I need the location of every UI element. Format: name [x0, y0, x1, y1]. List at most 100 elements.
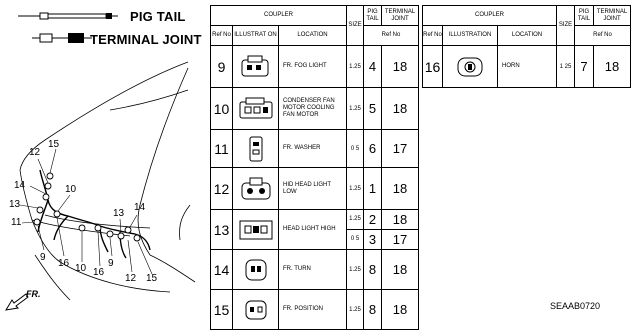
terminal-joint-ref: 18: [382, 211, 418, 230]
connector-illustration: [442, 45, 498, 88]
connector-illustration: [232, 249, 279, 290]
pigtail-ref: 1: [363, 167, 383, 210]
location-text: CONDENSER FAN MOTOR COOLING FAN MOTOR: [277, 87, 348, 130]
location-text: HEAD LIGHT HIGH: [277, 209, 348, 250]
table-row: 14 FR. TURN 1.25 8 18: [210, 249, 420, 290]
terminal-joint-ref-2: 17: [392, 232, 408, 247]
size-header: SIZE: [346, 5, 365, 46]
ref-number: 12: [210, 167, 233, 210]
pigtail-ref: 2: [364, 211, 381, 230]
pigtail-ref: 5: [363, 87, 383, 130]
pigtail-ref: 6: [363, 129, 383, 168]
ref-number: 15: [210, 289, 233, 330]
table-row: 11 FR. WASHER 0 5 6 17: [210, 129, 420, 168]
location-text: HID HEAD LIGHT LOW: [277, 167, 348, 210]
location-header: LOCATION: [496, 25, 558, 46]
wire-size: 0 5: [346, 129, 365, 168]
terminal-joint-header: TERMINAL JOINT: [381, 5, 420, 26]
connector-illustration: [232, 167, 279, 210]
pigtail-header: PIG TAIL: [574, 5, 595, 26]
wire-size: 1.25: [346, 249, 365, 290]
ref-no-2-header: Ref No: [574, 25, 632, 46]
wire-size: 1 25: [556, 45, 576, 88]
callout-13-lower: 13: [113, 208, 125, 219]
terminal-joint-ref: 18: [381, 45, 420, 88]
illustration-header: ILLUSTRATION: [442, 25, 498, 46]
connector-illustration: [232, 209, 279, 250]
coupler-header: COUPLER: [421, 5, 558, 26]
coupler-table-left: COUPLER SIZE PIG TAIL TERMINAL JOINT Ref…: [209, 5, 420, 330]
terminal-joint-ref: 18: [381, 289, 420, 330]
size-header: SIZE: [556, 5, 576, 46]
callout-13-upper: 13: [9, 199, 21, 210]
wire-size: 1.25: [346, 167, 365, 210]
ref-number: 14: [210, 249, 233, 290]
table-row: 15 FR. POSITION 1.25 8 18: [210, 289, 420, 330]
ref-number: 16: [422, 45, 443, 88]
pigtail-ref-split: 2 3: [363, 209, 383, 250]
callout-16-left: 16: [58, 258, 70, 269]
ref-no-header: Ref No: [210, 25, 233, 46]
terminal-joint-ref: 17: [381, 129, 420, 168]
pigtail-ref-2: 3: [368, 232, 377, 247]
ref-number: 9: [210, 45, 233, 88]
callout-10-upper: 10: [65, 184, 77, 195]
front-direction-label: FR.: [26, 289, 41, 299]
diagram-code: SEAAB0720: [550, 301, 601, 311]
callout-15-upper: 15: [48, 139, 60, 150]
table-row: 12 HID HEAD LIGHT LOW 1.25 1 18: [210, 167, 420, 210]
callout-10-lower: 10: [75, 263, 87, 274]
wire-size: 1.25: [346, 289, 365, 330]
table-row: 9 FR. FOG LIGHT 1.25 4 18: [210, 45, 420, 88]
callout-14-upper: 14: [14, 180, 26, 191]
wire-size-2: 0 5: [350, 236, 360, 242]
ref-number: 11: [210, 129, 233, 168]
front-arrow-icon: [5, 293, 29, 311]
location-header: LOCATION: [277, 25, 348, 46]
coupler-table-right: COUPLER SIZE PIG TAIL TERMINAL JOINT Ref…: [421, 5, 632, 88]
location-text: FR. FOG LIGHT: [277, 45, 348, 88]
table-row: 16 HORN 1 25 7 18: [422, 45, 632, 88]
pigtail-symbol: [18, 12, 118, 20]
terminal-joint-ref: 18: [381, 87, 420, 130]
wire-size: 1.25: [347, 211, 363, 230]
connector-illustration: [232, 87, 279, 130]
terminal-joint-ref: 18: [593, 45, 632, 88]
ref-number: 10: [210, 87, 233, 130]
location-text: FR. TURN: [277, 249, 348, 290]
location-text: FR. WASHER: [277, 129, 348, 168]
pigtail-ref: 8: [363, 249, 383, 290]
pigtail-header: PIG TAIL: [363, 5, 383, 26]
connector-illustration: [232, 129, 279, 168]
wire-size-split: 1.25 0 5: [346, 209, 365, 250]
callout-14-lower: 14: [134, 202, 146, 213]
terminal-joint-header: TERMINAL JOINT: [593, 5, 632, 26]
wire-size: 1.25: [346, 45, 365, 88]
connector-illustration: [232, 45, 279, 88]
terminal-joint-ref: 18: [381, 249, 420, 290]
ref-number: 13: [210, 209, 233, 250]
illustration-header: ILLUSTRAT ON: [232, 25, 279, 46]
terminal-joint-ref: 18: [381, 167, 420, 210]
pigtail-ref: 4: [363, 45, 383, 88]
callout-12-upper: 12: [29, 147, 41, 158]
table-row: 10 CONDENSER FAN MOTOR COOLING FAN MOTOR…: [210, 87, 420, 130]
location-text: FR. POSITION: [277, 289, 348, 330]
wire-size: 1.25: [346, 87, 365, 130]
car-front-drawing: [19, 61, 196, 301]
callout-9-left: 9: [40, 252, 46, 263]
coupler-header: COUPLER: [209, 5, 348, 26]
callout-15-lower: 15: [146, 273, 158, 284]
callout-16-right: 16: [93, 267, 105, 278]
terminal-joint-label: TERMINAL JOINT: [90, 32, 202, 47]
callout-12-lower: 12: [125, 273, 137, 284]
ref-no-header: Ref No: [422, 25, 443, 46]
callout-9-right: 9: [108, 258, 114, 269]
pigtail-ref: 7: [574, 45, 595, 88]
table-row: 13 HEAD LIGHT HIGH 1.25 0 5 2 3 18 17: [210, 209, 420, 250]
callout-11: 11: [11, 217, 22, 228]
terminal-joint-ref-split: 18 17: [381, 209, 420, 250]
ref-no-2-header: Ref No: [363, 25, 420, 46]
pigtail-label: PIG TAIL: [130, 9, 186, 24]
pigtail-ref: 8: [363, 289, 383, 330]
